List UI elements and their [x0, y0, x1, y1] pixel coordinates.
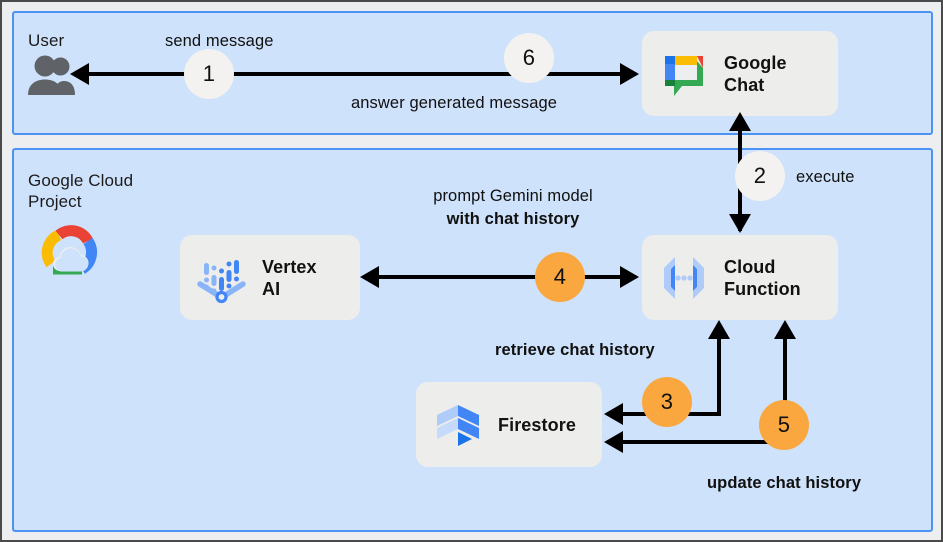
cloud-functions-logo: [654, 248, 714, 308]
firestore-logo: [428, 395, 488, 455]
arrowhead-to-google-chat-up: [729, 112, 751, 131]
arrowhead-to-google-chat: [620, 63, 639, 85]
panel-gcp-title: Google Cloud Project: [28, 171, 134, 211]
step-badge-4: 4: [535, 252, 585, 302]
arrowhead-to-cloud-function-right: [620, 266, 639, 288]
service-vertex-ai-label: Vertex AI: [262, 256, 317, 299]
arrowhead-step3-to-firestore: [604, 403, 623, 425]
step-badge-6-number: 6: [522, 45, 536, 70]
service-cloud-function-label: Cloud Function: [724, 256, 801, 299]
service-vertex-ai[interactable]: Vertex AI: [180, 235, 360, 320]
step-badge-6: 6: [504, 33, 554, 83]
arrowhead-step5-to-firestore: [604, 431, 623, 453]
label-prompt-gemini-line1: prompt Gemini model: [433, 187, 593, 205]
vertex-ai-logo: [192, 248, 252, 308]
panel-user-title: User: [28, 31, 65, 50]
google-cloud-logo: [38, 224, 104, 280]
label-retrieve-chat-history: retrieve chat history: [495, 341, 655, 359]
connector-vertexai-cloudfunction: [376, 275, 624, 279]
connector-step3-vertical: [717, 327, 721, 414]
step-badge-5: 5: [759, 400, 809, 450]
step-badge-1: 1: [184, 49, 234, 99]
panel-google-cloud-project: [12, 148, 933, 532]
arrowhead-to-user: [70, 63, 89, 85]
step-badge-1-number: 1: [202, 61, 216, 86]
label-answer-generated-message: answer generated message: [351, 94, 558, 112]
label-update-chat-history: update chat history: [707, 474, 862, 492]
google-chat-logo: [654, 44, 714, 104]
connector-chat-to-user: [86, 72, 636, 76]
service-cloud-function[interactable]: Cloud Function: [642, 235, 838, 320]
label-execute: execute: [796, 168, 855, 186]
connector-step5-horizontal: [620, 440, 787, 444]
arrowhead-step3-to-cloud-function: [708, 320, 730, 339]
step-badge-2: 2: [735, 151, 785, 201]
label-send-message: send message: [165, 32, 274, 50]
connector-step5-vertical: [783, 327, 787, 442]
arrowhead-step5-to-cloud-function: [774, 320, 796, 339]
service-google-chat[interactable]: Google Chat: [642, 31, 838, 116]
service-google-chat-label: Google Chat: [724, 52, 787, 95]
label-prompt-gemini-line2: with chat history: [446, 210, 580, 228]
step-badge-3-number: 3: [660, 389, 674, 414]
arrowhead-to-cloud-function-down: [729, 214, 751, 233]
step-badge-5-number: 5: [777, 412, 791, 437]
step-badge-2-number: 2: [753, 163, 767, 188]
service-firestore-label: Firestore: [498, 414, 576, 435]
arrowhead-to-vertex-ai: [360, 266, 379, 288]
step-badge-4-number: 4: [553, 264, 567, 289]
step-badge-3: 3: [642, 377, 692, 427]
people-icon: [24, 54, 78, 96]
service-firestore[interactable]: Firestore: [416, 382, 602, 467]
